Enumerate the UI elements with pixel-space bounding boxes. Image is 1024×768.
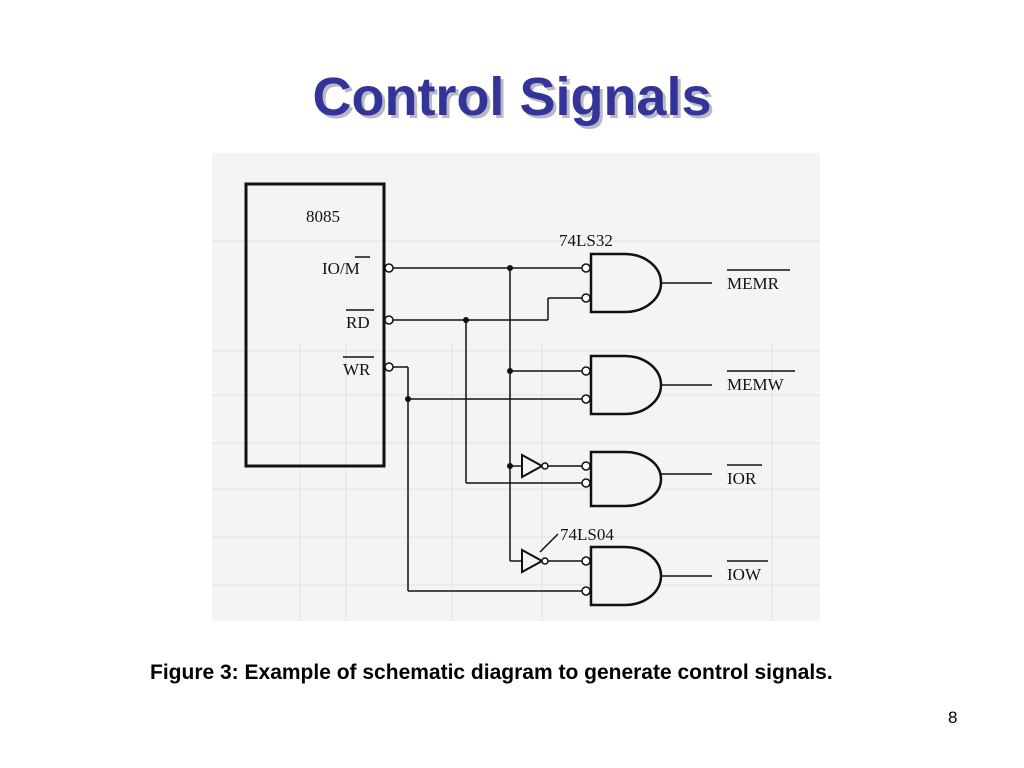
cpu-chip-label: 8085 [306,207,340,226]
inverter-ior-bubble [541,462,549,470]
background-bleed-lines [212,240,820,621]
gate-input-bubbles [581,263,591,596]
inverter-ior [521,453,545,479]
or-chip-label: 74LS32 [559,231,613,250]
pin-label-wr: WR [343,360,371,379]
output-label-iow: IOW [727,565,762,584]
page-number: 8 [948,708,958,727]
output-label-ior: IOR [727,469,757,488]
pin-label-io-m: IO/M [322,259,360,278]
inverter-chip-label: 74LS04 [560,525,614,544]
gate-ior [589,450,663,508]
pin-label-rd: RD [346,313,370,332]
gate-memr [589,252,663,314]
output-label-memw: MEMW [727,375,785,394]
pin-rd [384,315,394,325]
schematic-figure: 8085 IO/M RD WR [212,153,820,621]
figure-caption: Figure 3: Example of schematic diagram t… [150,661,833,684]
control-signal-schematic: 8085 IO/M RD WR [212,182,820,621]
inverter-chip-pointer [539,533,559,553]
wiring [393,267,712,592]
gate-memw [589,354,663,416]
pin-io-m [384,263,394,273]
pin-wr [384,362,394,372]
inverter-iow [521,548,545,574]
gate-iow [589,545,663,607]
output-label-memr: MEMR [727,274,780,293]
slide-title: Control Signals [312,67,712,127]
cpu-chip-box [244,182,386,468]
junction-dots [405,265,513,469]
inverter-iow-bubble [541,557,549,565]
